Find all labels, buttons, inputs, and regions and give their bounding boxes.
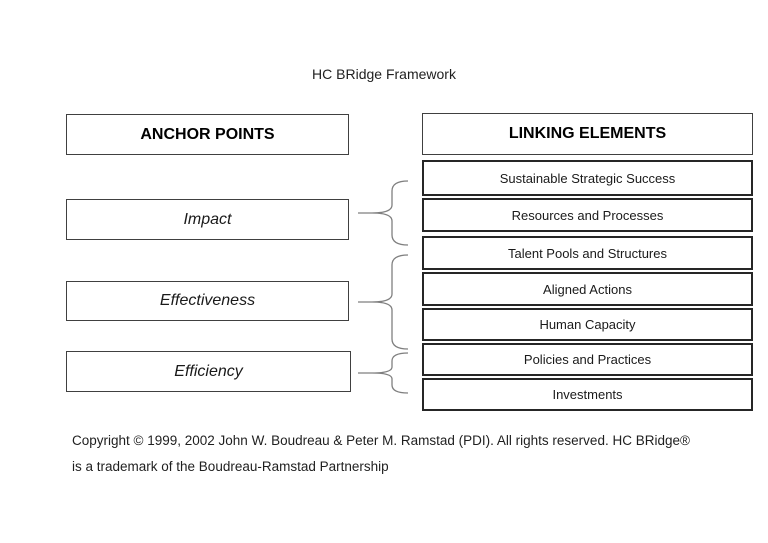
anchor-points-header: ANCHOR POINTS bbox=[66, 114, 349, 155]
copyright-line-2: is a trademark of the Boudreau-Ramstad P… bbox=[72, 459, 389, 474]
impact-brace-connector-icon bbox=[358, 180, 408, 246]
anchor-box-impact: Impact bbox=[66, 199, 349, 240]
effectiveness-brace-connector-icon bbox=[358, 254, 408, 350]
efficiency-brace-connector-icon bbox=[358, 352, 408, 394]
linking-box-human-capacity: Human Capacity bbox=[422, 308, 753, 341]
linking-box-sustainable-strategic-success: Sustainable Strategic Success bbox=[422, 160, 753, 196]
copyright-line-1: Copyright © 1999, 2002 John W. Boudreau … bbox=[72, 433, 690, 448]
linking-box-investments: Investments bbox=[422, 378, 753, 411]
linking-elements-header: LINKING ELEMENTS bbox=[422, 113, 753, 155]
copyright-notice: Copyright © 1999, 2002 John W. Boudreau … bbox=[72, 428, 732, 480]
linking-box-aligned-actions: Aligned Actions bbox=[422, 272, 753, 306]
anchor-box-effectiveness: Effectiveness bbox=[66, 281, 349, 321]
linking-box-policies-and-practices: Policies and Practices bbox=[422, 343, 753, 376]
anchor-box-efficiency: Efficiency bbox=[66, 351, 351, 392]
linking-box-resources-and-processes: Resources and Processes bbox=[422, 198, 753, 232]
linking-box-talent-pools-and-structures: Talent Pools and Structures bbox=[422, 236, 753, 270]
diagram-title: HC BRidge Framework bbox=[312, 66, 456, 82]
